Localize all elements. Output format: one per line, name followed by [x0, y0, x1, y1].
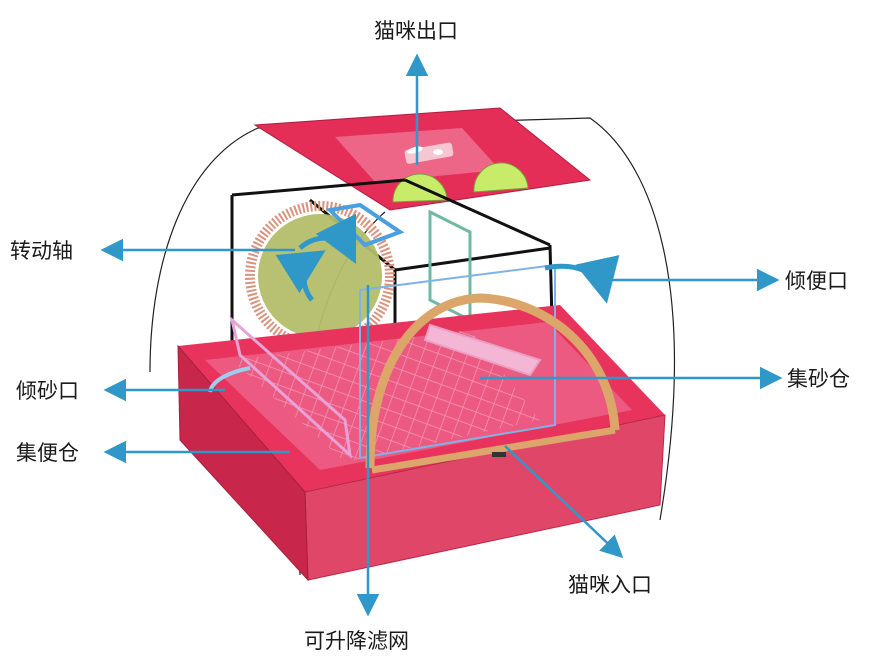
rotate-arrow-icon	[298, 213, 357, 265]
label-waste-bin: 集便仓	[16, 441, 79, 465]
rotate-arrow-icon-2	[275, 250, 326, 302]
base-left	[177, 344, 309, 582]
entrance-latch	[492, 452, 506, 457]
top-light-2	[433, 149, 443, 155]
filter-blue-frame	[359, 263, 556, 460]
dome-outline	[149, 117, 675, 521]
inner-frame-back	[230, 178, 554, 350]
left-tray	[229, 315, 353, 459]
knob-right	[473, 162, 529, 193]
label-cat-entrance: 猫咪入口	[568, 573, 652, 597]
sand-tray	[423, 323, 542, 377]
entrance-threshold	[371, 426, 616, 474]
arrow-cat-entrance	[504, 445, 624, 559]
label-sand-dump-port: 倾砂口	[16, 379, 79, 403]
arrow-waste-dump-curve	[544, 255, 620, 304]
top-light-1	[407, 146, 423, 154]
label-sand-bin: 集砂仓	[787, 367, 850, 391]
label-waste-dump-port: 倾便口	[785, 269, 848, 293]
entrance-arch	[365, 293, 620, 469]
filter-mesh	[232, 330, 540, 462]
label-cat-exit: 猫咪出口	[374, 19, 458, 43]
drum	[258, 214, 382, 338]
label-lift-filter: 可升降滤网	[304, 629, 409, 653]
label-rotating-shaft: 转动轴	[10, 239, 73, 263]
